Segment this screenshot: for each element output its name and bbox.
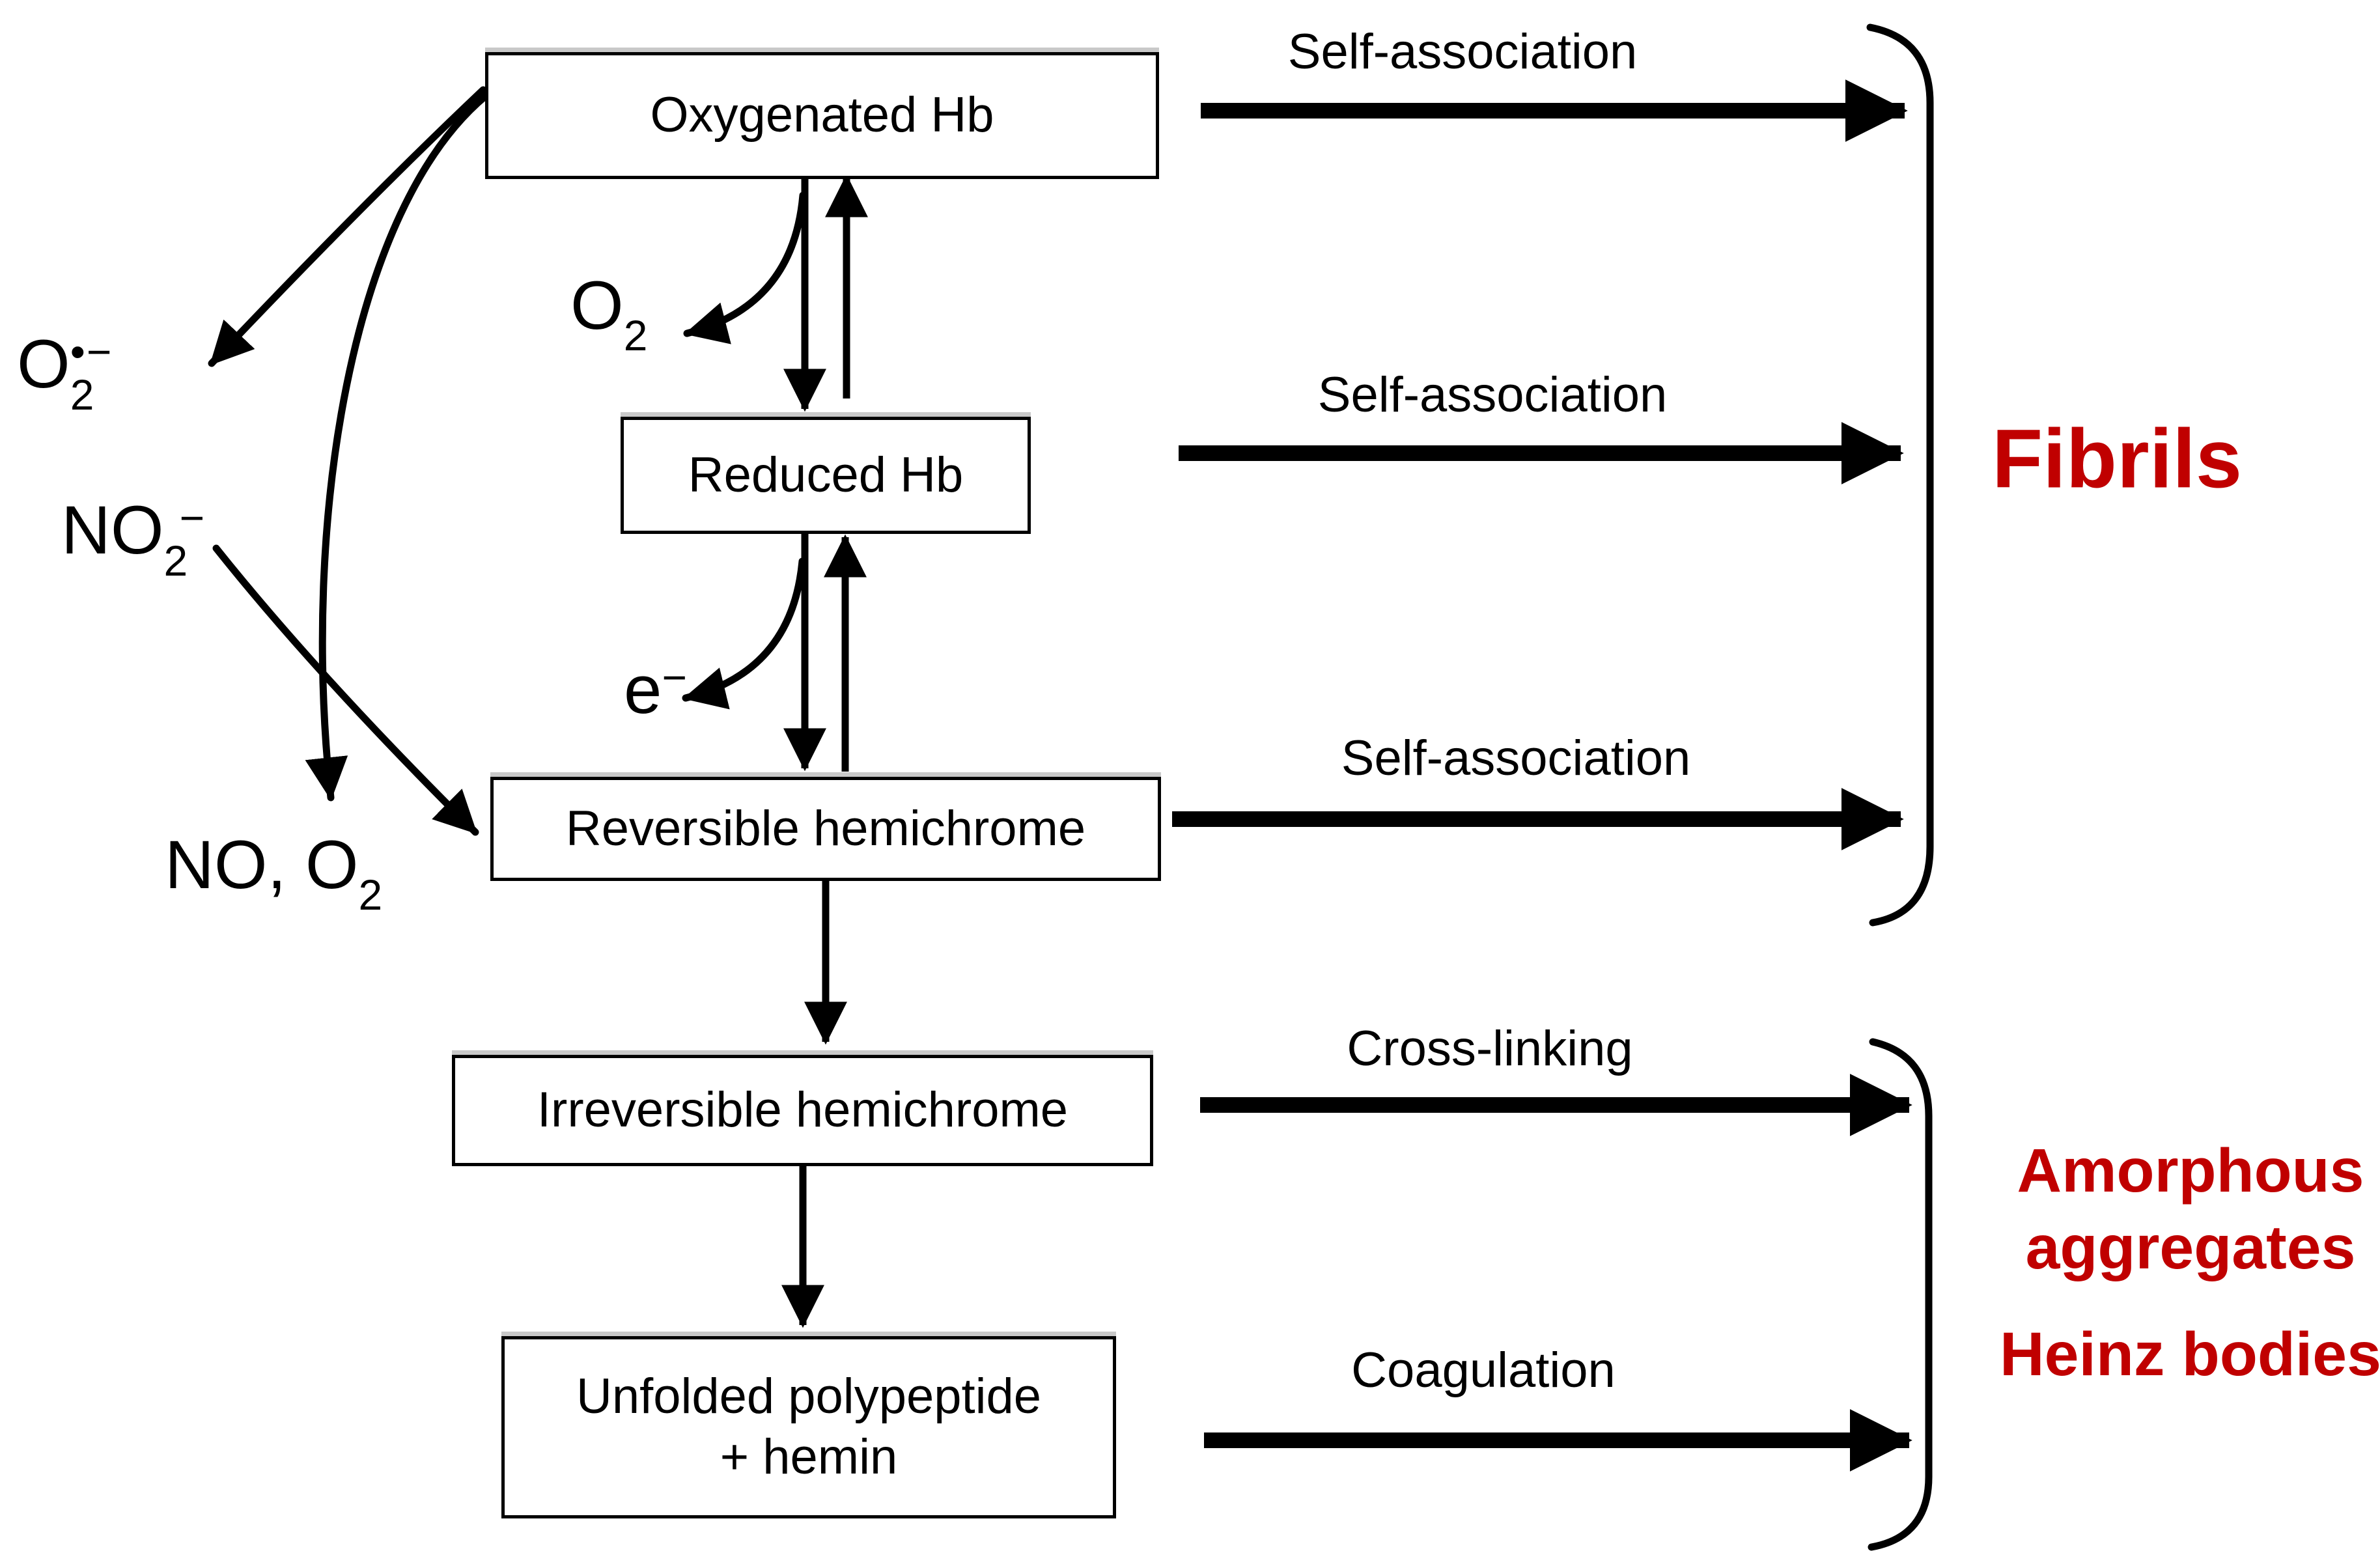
electron-release-curve-arrow — [682, 557, 806, 710]
electron-base: e — [624, 652, 662, 728]
box-oxygenated-hb: Oxygenated Hb — [485, 52, 1159, 179]
no-o2-subscript: 2 — [358, 871, 383, 919]
superoxide-base: O — [17, 326, 70, 402]
nitrite-subscript: 2 — [163, 537, 188, 585]
box-unfolded-polypeptide-line2: + hemin — [720, 1429, 898, 1485]
fibrils-bracket — [1866, 23, 1934, 927]
released-o2-subscript: 2 — [623, 311, 648, 359]
box-reduced-hb: Reduced Hb — [621, 417, 1031, 534]
nitrite-superscript: − — [179, 494, 206, 542]
o2-release-curve-arrow — [683, 191, 807, 344]
no-o2-base: NO, O — [165, 827, 359, 903]
box-oxygenated-hb-label: Oxygenated Hb — [650, 87, 994, 143]
label-fibrils: Fibrils — [1991, 412, 2243, 506]
box-irreversible-hemichrome-label: Irreversible hemichrome — [537, 1082, 1069, 1138]
box-unfolded-polypeptide-line1: Unfolded polypeptide — [576, 1369, 1042, 1425]
label-amorphous-line1: Amorphous — [2017, 1136, 2364, 1206]
nitrite-base: NO — [61, 492, 164, 568]
nitrite-curve-arrow — [212, 544, 479, 836]
box-reversible-hemichrome: Reversible hemichrome — [490, 777, 1161, 881]
label-nitrite: NO−2 — [61, 496, 206, 582]
aggregates-bracket — [1868, 1038, 1933, 1551]
label-heinz-bodies: Heinz bodies — [2000, 1320, 2380, 1390]
superoxide-curve-arrow — [208, 86, 487, 367]
label-self-association-3: Self-association — [1341, 731, 1691, 786]
box-unfolded-polypeptide: Unfolded polypeptide + hemin — [501, 1336, 1116, 1518]
label-amorphous-aggregates: Amorphous aggregates — [2017, 1133, 2364, 1287]
label-cross-linking: Cross-linking — [1347, 1021, 1633, 1076]
label-coagulation: Coagulation — [1351, 1343, 1616, 1398]
label-superoxide: O•−2 — [17, 330, 113, 416]
released-o2-base: O — [570, 268, 624, 344]
label-self-association-1: Self-association — [1287, 24, 1638, 79]
electron-superscript: − — [662, 653, 688, 701]
box-irreversible-hemichrome: Irreversible hemichrome — [452, 1055, 1153, 1166]
no-o2-products-curve-arrow — [305, 92, 489, 802]
box-reversible-hemichrome-label: Reversible hemichrome — [565, 800, 1086, 856]
box-reduced-hb-label: Reduced Hb — [688, 447, 964, 503]
label-self-association-2: Self-association — [1317, 367, 1668, 423]
superoxide-subscript: 2 — [70, 370, 94, 419]
superoxide-superscript: •− — [70, 328, 113, 376]
label-amorphous-line2: aggregates — [2025, 1213, 2356, 1282]
label-electron: e− — [624, 656, 688, 724]
